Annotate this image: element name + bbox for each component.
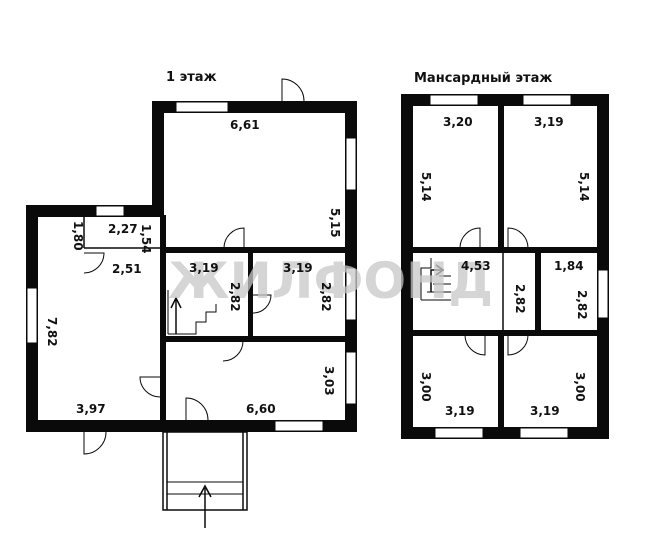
window xyxy=(175,101,229,113)
window xyxy=(26,287,38,344)
dimension-label: 3,00 xyxy=(419,372,433,402)
dimension-label: 5,14 xyxy=(577,172,591,202)
stair-arrow-head xyxy=(170,296,182,309)
dimension-label: 2,82 xyxy=(228,282,242,312)
dimension-label: 5,15 xyxy=(328,208,342,238)
stair-arrow xyxy=(430,269,441,292)
entrance-arrow-head xyxy=(198,484,212,498)
door xyxy=(83,252,105,274)
door xyxy=(507,334,529,356)
floor-1-title: 1 этаж xyxy=(166,70,217,85)
wall xyxy=(535,250,541,335)
window xyxy=(597,269,609,319)
wall xyxy=(411,330,599,336)
wall xyxy=(26,205,164,217)
window xyxy=(345,351,357,405)
staircase xyxy=(420,258,451,301)
door xyxy=(252,294,272,314)
wall xyxy=(411,247,599,253)
door xyxy=(139,376,161,398)
wall xyxy=(160,247,347,253)
dimension-label: 2,82 xyxy=(513,284,527,314)
window xyxy=(429,94,479,106)
wall xyxy=(498,333,504,429)
dimension-label: 6,61 xyxy=(230,118,260,132)
wall xyxy=(160,336,347,342)
wall xyxy=(597,94,609,439)
door xyxy=(507,227,529,249)
window xyxy=(274,420,324,432)
window xyxy=(434,427,484,439)
dimension-label: 5,14 xyxy=(419,172,433,202)
dimension-label: 3,03 xyxy=(322,366,336,396)
wall xyxy=(401,94,413,439)
window xyxy=(345,267,357,321)
door xyxy=(185,397,209,421)
wall xyxy=(26,420,357,432)
dimension-label: 3,00 xyxy=(573,372,587,402)
dimension-label: 4,53 xyxy=(461,259,491,273)
watermark: ЖИЛФОНД xyxy=(168,252,493,310)
dimension-label: 3,19 xyxy=(530,404,560,418)
dimension-label: 3,19 xyxy=(189,261,219,275)
floor-1 xyxy=(26,78,357,528)
dimension-label: 3,19 xyxy=(445,404,475,418)
window xyxy=(522,94,572,106)
wall xyxy=(152,101,164,205)
wall xyxy=(160,215,166,423)
window xyxy=(345,137,357,191)
door xyxy=(83,431,107,455)
window xyxy=(519,427,569,439)
staircase xyxy=(167,290,217,335)
dimension-label: 1,80 xyxy=(71,221,85,251)
dimension-label: 3,19 xyxy=(283,261,313,275)
dimension-label: 1,54 xyxy=(139,224,153,254)
door xyxy=(464,334,486,356)
dimension-label: 2,82 xyxy=(319,282,333,312)
wall xyxy=(498,104,504,250)
door xyxy=(223,227,245,249)
dimension-label: 3,19 xyxy=(534,115,564,129)
door xyxy=(281,78,305,102)
dimension-label: 2,51 xyxy=(112,262,142,276)
dimension-label: 3,97 xyxy=(76,402,106,416)
window xyxy=(95,205,125,217)
dimension-label: 7,82 xyxy=(45,317,59,347)
floor-2-title: Мансардный этаж xyxy=(414,71,552,86)
wall xyxy=(248,250,253,340)
floor-2 xyxy=(401,94,609,439)
dimension-label: 6,60 xyxy=(246,402,276,416)
dimension-label: 3,20 xyxy=(443,115,473,129)
door xyxy=(459,227,481,249)
stair-arrow-head xyxy=(435,264,445,276)
dimension-label: 2,27 xyxy=(108,222,138,236)
dimension-label: 1,84 xyxy=(554,259,584,273)
dimension-label: 2,82 xyxy=(575,290,589,320)
door xyxy=(222,340,244,362)
wall xyxy=(401,427,609,439)
